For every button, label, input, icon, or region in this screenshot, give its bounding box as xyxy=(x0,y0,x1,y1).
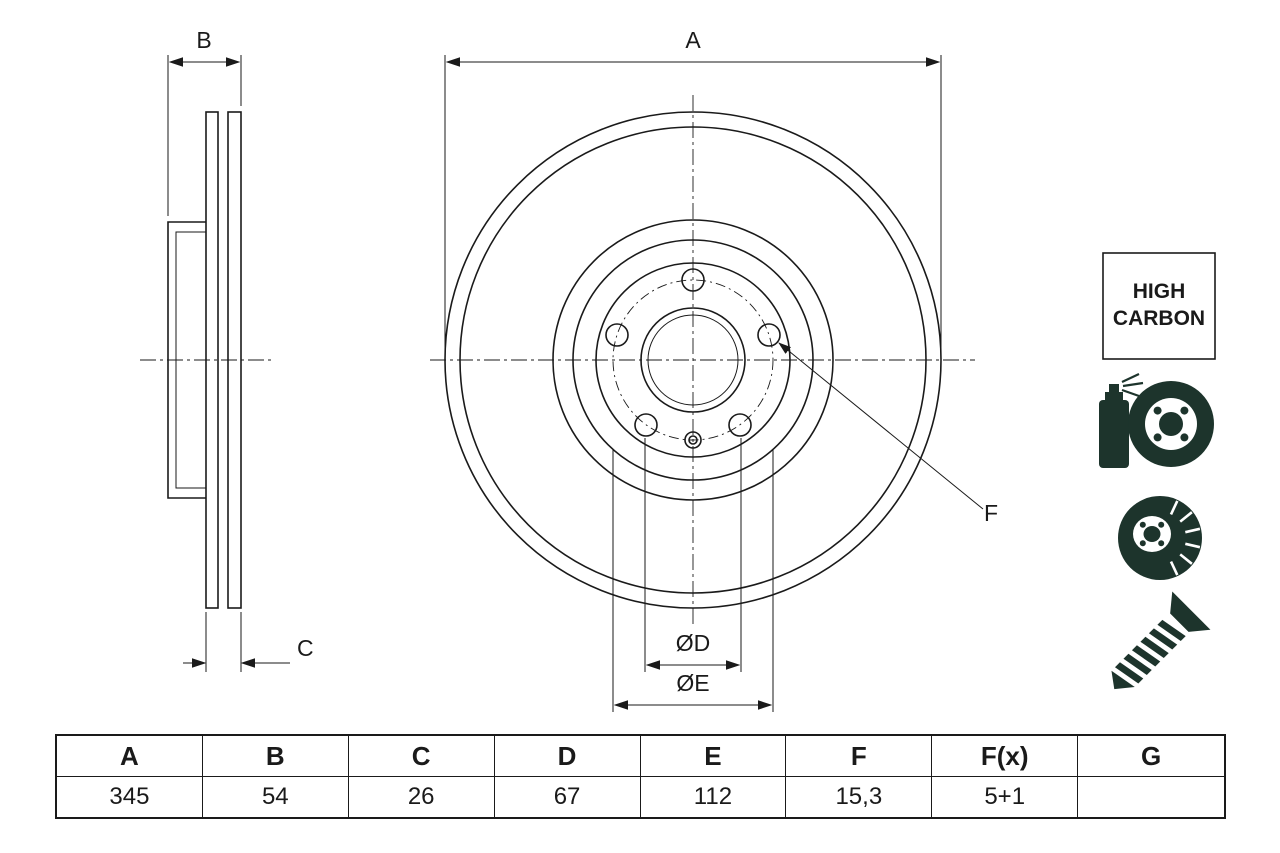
table-value-a: 345 xyxy=(57,777,203,817)
table-header-d: D xyxy=(495,736,641,776)
table-header-c: C xyxy=(349,736,495,776)
dim-label-a: A xyxy=(685,27,701,53)
table-header-fx: F(x) xyxy=(932,736,1079,776)
dimension-b: B xyxy=(167,27,242,216)
bolt-hole xyxy=(634,413,658,437)
table-header-row: A B C D E F F(x) G xyxy=(57,736,1224,777)
high-carbon-line2: CARBON xyxy=(1113,307,1205,330)
drawing-canvas: B C xyxy=(140,27,1216,712)
table-header-b: B xyxy=(203,736,349,776)
disc-section-view xyxy=(140,111,272,609)
table-value-d: 67 xyxy=(495,777,641,817)
high-carbon-line1: HIGH xyxy=(1133,280,1186,303)
bolt-hole xyxy=(757,323,781,347)
table-value-e: 112 xyxy=(641,777,787,817)
table-value-b: 54 xyxy=(203,777,349,817)
dim-label-d: ØD xyxy=(676,630,711,656)
dim-label-f: F xyxy=(984,500,998,526)
dimension-d: ØD xyxy=(644,438,742,672)
high-carbon-badge: HIGH CARBON xyxy=(1102,252,1216,360)
vented-disc-icon xyxy=(1118,496,1202,580)
table-header-a: A xyxy=(57,736,203,776)
dimension-table: A B C D E F F(x) G 345 54 26 67 112 15,3… xyxy=(55,734,1226,819)
dim-label-c: C xyxy=(297,635,314,661)
bolt-hole xyxy=(605,323,629,347)
disc-front-view xyxy=(430,95,975,628)
table-value-c: 26 xyxy=(349,777,495,817)
table-value-fx: 5+1 xyxy=(932,777,1079,817)
dim-label-b: B xyxy=(196,27,211,53)
table-value-f: 15,3 xyxy=(786,777,933,817)
dimension-a: A xyxy=(444,27,942,352)
table-header-e: E xyxy=(641,736,787,776)
table-value-g xyxy=(1078,777,1224,817)
table-header-g: G xyxy=(1140,740,1162,771)
dimension-f: F xyxy=(778,342,998,526)
table-value-row: 345 54 26 67 112 15,3 5+1 xyxy=(57,777,1224,817)
table-header-f: F xyxy=(786,736,933,776)
coated-disc-icon xyxy=(1099,373,1214,468)
countersunk-screw-icon xyxy=(1111,591,1211,690)
dimension-c: C xyxy=(183,612,314,672)
dim-label-e: ØE xyxy=(676,670,709,696)
set-screw-hole-inner xyxy=(688,435,698,445)
bolt-hole xyxy=(728,413,752,437)
dimension-e: ØE xyxy=(612,450,774,712)
